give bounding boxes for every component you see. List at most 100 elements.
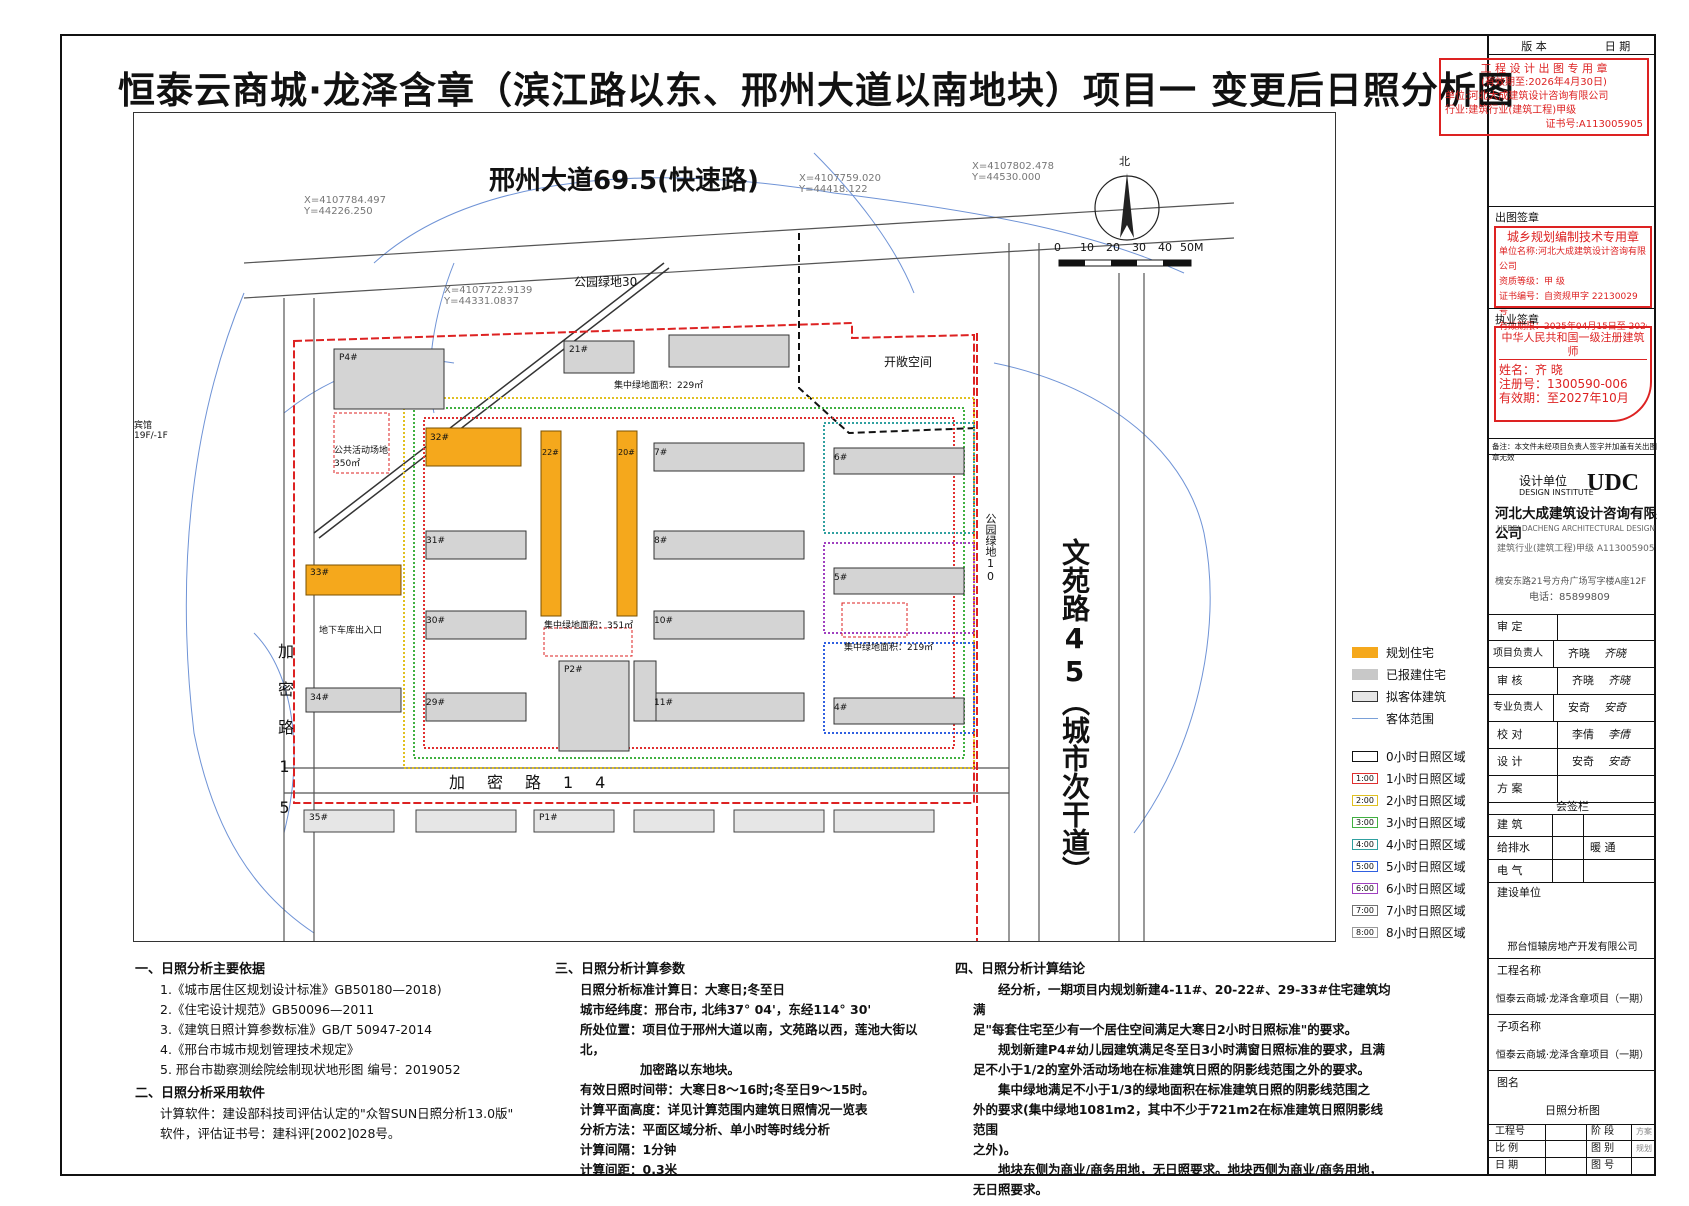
stamp-line: 有效期：至2027年10月 bbox=[1499, 391, 1629, 405]
legend-swatch: 5:00 bbox=[1352, 860, 1378, 872]
bldg-35-label: 35# bbox=[309, 813, 328, 823]
stamp-line: 证书编号：自资规甲字 22130029 号 bbox=[1499, 292, 1638, 317]
bottom-row: 日 期 图 号 bbox=[1489, 1158, 1656, 1174]
bldg-10-label: 10# bbox=[654, 616, 673, 626]
sign-row: 专业负责人 安奇 安奇 bbox=[1489, 695, 1656, 722]
divider bbox=[1489, 814, 1656, 815]
road-south-label: 加密路14 bbox=[449, 773, 628, 792]
company-name: 河北大成建筑设计咨询有限公司 bbox=[1495, 506, 1657, 542]
bldg-7-label: 7# bbox=[654, 448, 668, 458]
bldg-21-label: 21# bbox=[569, 345, 588, 355]
divider bbox=[1489, 1070, 1656, 1071]
legend-hour-0: 0小时日照区域 bbox=[1352, 748, 1466, 764]
garage-entry: 地下车库出入口 bbox=[319, 626, 383, 636]
design-unit-en: DESIGN INSTITUTE bbox=[1519, 488, 1594, 497]
stamp-line: 城乡规划编制技术专用章 bbox=[1506, 230, 1639, 244]
legend-swatch: 7:00 bbox=[1352, 904, 1378, 916]
bldg-30-label: 30# bbox=[426, 616, 445, 626]
design-unit-label: 设计单位 bbox=[1519, 474, 1568, 488]
company-address: 槐安东路21号方舟广场写字楼A座12F bbox=[1495, 577, 1647, 587]
countersign-cell bbox=[1583, 814, 1640, 836]
sign-row: 设 计 安奇 安奇 bbox=[1489, 749, 1656, 776]
legend-label: 2小时日照区域 bbox=[1386, 793, 1466, 808]
bottom-val bbox=[1545, 1141, 1586, 1157]
sign-name: 齐晓 bbox=[1557, 668, 1608, 694]
countersign-cell: 给排水 bbox=[1497, 841, 1530, 854]
legend-hour-4: 4:00 4小时日照区域 bbox=[1352, 836, 1466, 852]
stamp-architect-seal: 中华人民共和国一级注册建筑师 姓名：齐 晓 注册号：1300590-006 有效… bbox=[1494, 326, 1652, 422]
legend-swatch: 2:00 bbox=[1352, 794, 1378, 806]
bldg-22-label: 22# bbox=[542, 448, 559, 457]
sign-row: 校 对 李倩 李倩 bbox=[1489, 722, 1656, 749]
legend-swatch: 4:00 bbox=[1352, 838, 1378, 850]
open-space-label: 开敞空间 bbox=[884, 355, 933, 369]
sign-role: 专业负责人 bbox=[1493, 702, 1543, 713]
coord-2: X=4107759.020 Y=44418.122 bbox=[799, 173, 882, 195]
project-label: 工程名称 bbox=[1497, 964, 1541, 977]
version-label: 版 本 bbox=[1521, 40, 1547, 53]
notes-line: 计算间距：0.3米 bbox=[580, 1162, 678, 1177]
signature: 齐晓 bbox=[1604, 647, 1626, 660]
notes-line: 之外)。 bbox=[973, 1142, 1017, 1157]
divider bbox=[1489, 958, 1656, 959]
panel-note: 备注：本文件未经项目负责人签字并加盖有关出图章无效 bbox=[1492, 442, 1657, 462]
subproject-name: 恒泰云商城·龙泽含章项目（一期） bbox=[1495, 1050, 1650, 1061]
bldg-6-label: 6# bbox=[834, 453, 848, 463]
site-boundary bbox=[293, 321, 975, 804]
signature bbox=[1608, 614, 1656, 640]
legend-label: 6小时日照区域 bbox=[1386, 881, 1466, 896]
legend-label: 4小时日照区域 bbox=[1386, 837, 1466, 852]
client-name: 邢台恒辕房地产开发有限公司 bbox=[1507, 942, 1638, 953]
sign-role: 设 计 bbox=[1497, 755, 1523, 768]
scale-0: 0 bbox=[1054, 241, 1061, 254]
road-north-label: 邢州大道69.5(快速路) bbox=[489, 166, 759, 196]
notes-line: 足"每套住宅至少有一个居住空间满足大寒日2小时日照标准"的要求。 bbox=[973, 1022, 1358, 1037]
bottom-info-table: 工程号 阶 段 方案 比 例 图 别 规划 日 期 图 号 bbox=[1489, 1124, 1656, 1174]
legend-label: 拟客体建筑 bbox=[1386, 689, 1447, 704]
scale-10: 10 bbox=[1080, 241, 1094, 254]
company-logo: UDC bbox=[1587, 470, 1639, 496]
notes-line: 外的要求(集中绿地1081m2，其中不少于721m2在标准建筑日照阴影线范围 bbox=[973, 1102, 1384, 1137]
drawing-title: 恒泰云商城·龙泽含章（滨江路以东、邢州大道以南地块）项目一 变更后日照分析图 bbox=[118, 69, 1515, 112]
stamp-line: 行业:建筑行业(建筑工程)甲级 bbox=[1445, 105, 1577, 116]
legend-label: 8小时日照区域 bbox=[1386, 925, 1466, 940]
site-plan-svg bbox=[185, 152, 1235, 941]
scale-50m: 50M bbox=[1180, 241, 1204, 254]
notes-line: 计算软件：建设部科技司评估认定的"众智SUN日照分析13.0版" bbox=[160, 1106, 514, 1121]
divider bbox=[1489, 438, 1656, 439]
south-existing-buildings bbox=[303, 809, 935, 833]
stamp-line: 资质等级：甲 级 bbox=[1499, 277, 1565, 287]
bottom-key: 比 例 bbox=[1495, 1143, 1519, 1154]
title-block: 版 本 日 期 工 程 设 计 出 图 专 用 章 (有效期至:2026年4月3… bbox=[1439, 36, 1657, 1174]
notes-line: 软件，评估证书号：建科评[2002]028号。 bbox=[160, 1126, 401, 1141]
bottom-val: 方案 bbox=[1631, 1124, 1656, 1140]
notes-basis: 一、日照分析主要依据 1.《城市居住区规划设计标准》GB50180—2018) … bbox=[135, 960, 535, 1144]
notes-line: 5. 邢台市勘察测绘院绘制现状地形图 编号：2019052 bbox=[160, 1062, 461, 1077]
legend-label: 客体范围 bbox=[1386, 711, 1435, 726]
stamp-line: 中华人民共和国一级注册建筑师 bbox=[1499, 331, 1647, 360]
coord-3: X=4107802.478 Y=44530.000 bbox=[972, 161, 1055, 183]
coord-4: X=4107722.9139 Y=44331.0837 bbox=[444, 285, 533, 307]
bottom-val: 规划 bbox=[1631, 1141, 1656, 1157]
client-label: 建设单位 bbox=[1497, 886, 1541, 899]
scale-bar bbox=[1058, 259, 1192, 267]
coord-1: X=4107784.497 Y=44226.250 bbox=[304, 195, 387, 217]
subproject-label: 子项名称 bbox=[1497, 1020, 1541, 1033]
planned-buildings bbox=[305, 427, 638, 617]
legend-range: 客体范围 bbox=[1352, 710, 1434, 726]
legend-swatch: 3:00 bbox=[1352, 816, 1378, 828]
stamp-line: 单位名称:河北大成建筑设计咨询有限公司 bbox=[1499, 247, 1647, 272]
sign-row: 审 核 齐晓 齐晓 bbox=[1489, 668, 1656, 695]
legend-label: 规划住宅 bbox=[1386, 645, 1435, 660]
roads bbox=[243, 202, 1235, 941]
notes-heading: 四、日照分析计算结论 bbox=[955, 962, 1086, 977]
legend-label: 已报建住宅 bbox=[1386, 667, 1447, 682]
version-row: 版 本 日 期 bbox=[1489, 38, 1656, 54]
green-area-2: 集中绿地面积：351㎡ bbox=[544, 621, 634, 631]
countersign-cell: 电 气 bbox=[1497, 864, 1523, 877]
bottom-key: 阶 段 bbox=[1586, 1124, 1631, 1140]
divider bbox=[1489, 1124, 1656, 1125]
